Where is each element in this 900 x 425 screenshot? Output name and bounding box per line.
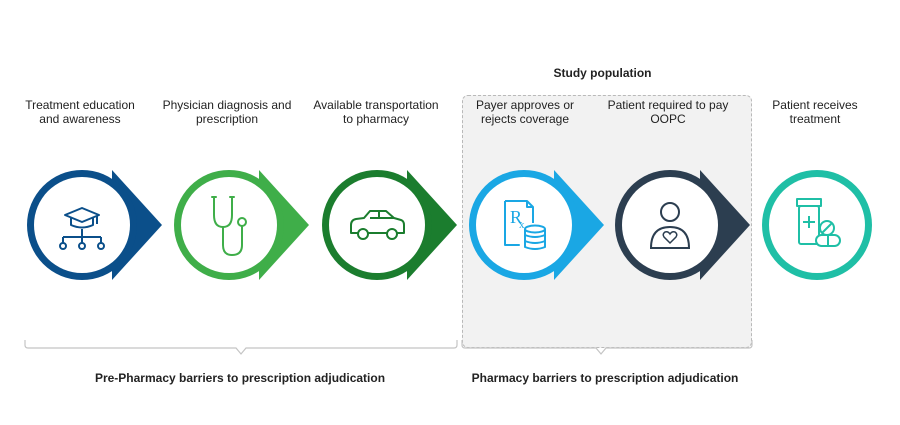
step-diagnosis xyxy=(172,165,309,285)
step-oopc xyxy=(613,165,750,285)
step-label-diagnosis: Physician diagnosis and prescription xyxy=(162,98,292,126)
pre-pharmacy-bracket xyxy=(24,340,458,355)
step-treatment-shape xyxy=(762,170,872,280)
stethoscope-icon xyxy=(211,196,247,257)
step-education-shape xyxy=(27,170,162,280)
step-label-treatment: Patient receives treatment xyxy=(772,98,858,126)
rx-coins-icon: R x xyxy=(504,200,546,250)
step-label-education: Treatment education and awareness xyxy=(25,98,135,126)
step-treatment xyxy=(760,165,895,285)
step-label-oopc: Patient required to pay OOPC xyxy=(607,98,729,126)
person-heart-icon xyxy=(649,202,691,249)
pre-pharmacy-group-label: Pre-Pharmacy barriers to prescription ad… xyxy=(94,371,386,385)
svg-text:R: R xyxy=(510,207,522,227)
pharmacy-group-label: Pharmacy barriers to prescription adjudi… xyxy=(471,371,739,385)
pill-bottle-icon xyxy=(796,198,841,247)
step-oopc-shape xyxy=(615,170,750,280)
step-transportation xyxy=(320,165,457,285)
study-population-title: Study population xyxy=(553,66,652,80)
step-payer: R x xyxy=(467,165,604,285)
group-brackets xyxy=(24,340,753,355)
step-label-payer: Payer approves or rejects coverage xyxy=(475,98,575,126)
step-education xyxy=(25,165,162,285)
step-payer-shape: R x xyxy=(469,170,604,280)
step-label-transportation: Available transportation to pharmacy xyxy=(313,98,439,126)
car-icon xyxy=(350,210,405,240)
step-transportation-shape xyxy=(322,170,457,280)
svg-text:x: x xyxy=(519,219,525,231)
step-diagnosis-shape xyxy=(174,170,309,280)
pharmacy-bracket xyxy=(461,340,753,355)
graduation-cap-network-icon xyxy=(59,207,105,250)
